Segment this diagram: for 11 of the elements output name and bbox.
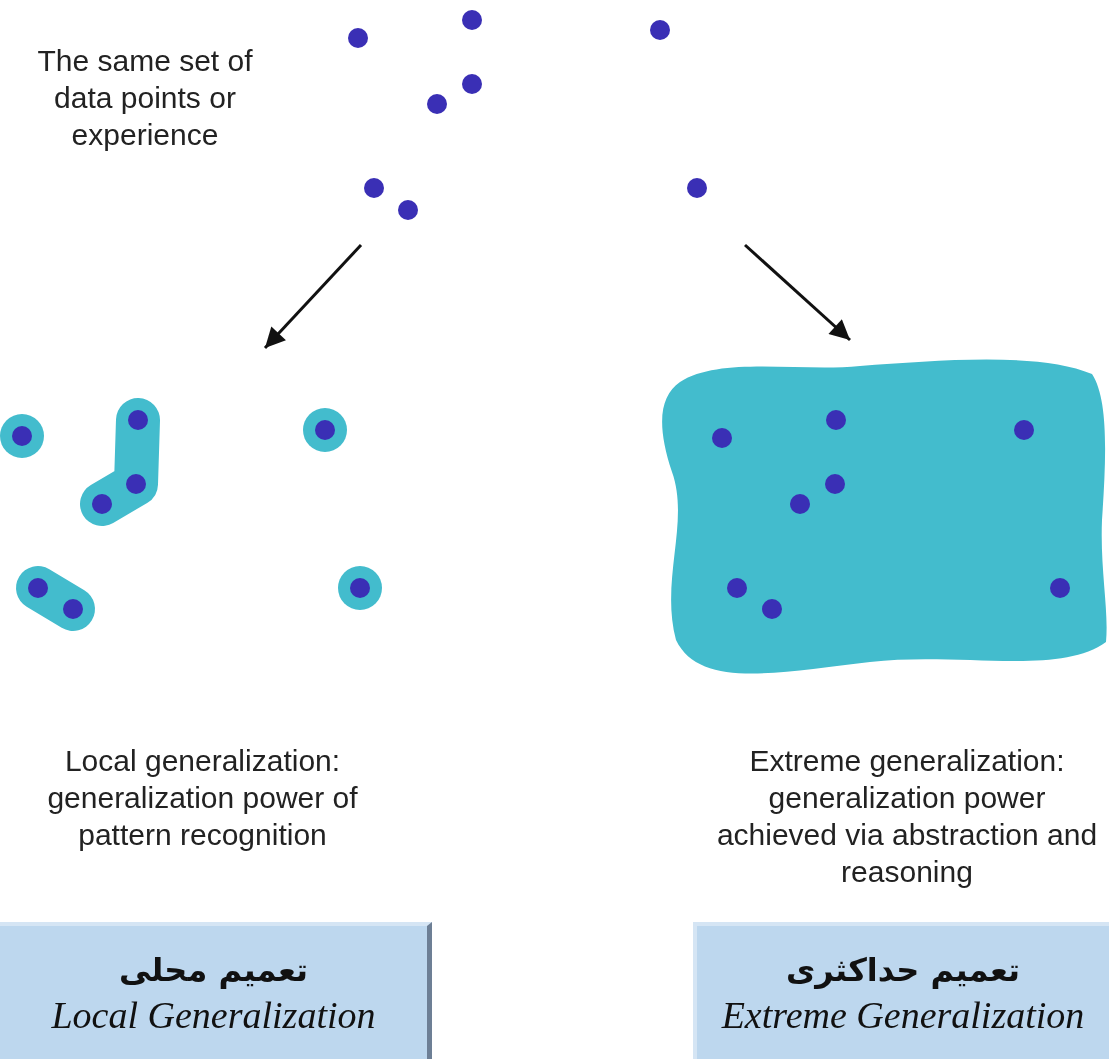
caption-text: The same set of data points or experience [36, 43, 254, 153]
persian-title: تعمیم محلی [118, 949, 309, 991]
label-box [0, 922, 432, 1059]
persian-title: تعمیم حداکثری [785, 949, 1021, 991]
english-title: Extreme Generalization [721, 992, 1085, 1038]
english-title: Local Generalization [51, 992, 376, 1038]
caption-text: Local generalization: generalization power of pattern recognition [46, 743, 359, 853]
arrow [744, 243, 851, 342]
label-box [693, 922, 1109, 1059]
caption-text: Extreme generalization: generalization power achieved via abstraction and reasoning [715, 743, 1099, 890]
arrow [263, 243, 363, 350]
